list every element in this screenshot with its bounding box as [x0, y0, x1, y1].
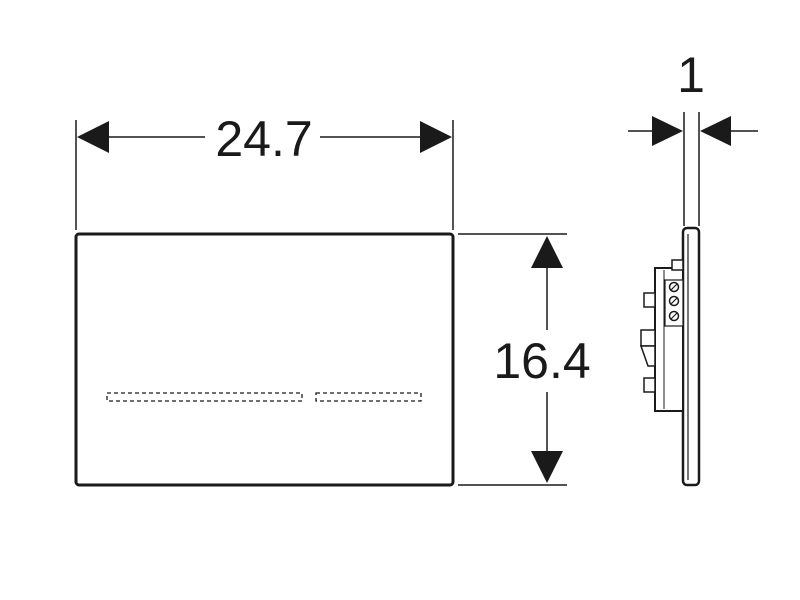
plate-outline — [74, 232, 455, 487]
mechanism-clip-middle — [640, 329, 656, 347]
screw-slot — [670, 297, 678, 305]
depth-arrow-left — [652, 116, 683, 146]
depth-arrow-right — [700, 116, 731, 146]
height-dimension — [458, 233, 567, 486]
depth-dimension — [628, 112, 758, 226]
mechanism-top-tab — [671, 259, 684, 271]
width-label: 24.7 — [215, 111, 312, 167]
mechanism-clip-lower — [643, 377, 656, 393]
mechanism-clip-upper — [643, 292, 656, 308]
side-plate — [681, 226, 701, 487]
depth-label: 1 — [677, 47, 705, 103]
front-view — [74, 232, 455, 487]
width-arrow-left — [77, 121, 109, 153]
mechanism-clip-wedge — [639, 345, 656, 367]
height-arrow-bottom — [531, 451, 563, 483]
flush-button-small — [315, 392, 422, 402]
side-view — [639, 226, 701, 487]
screw-slot — [670, 312, 678, 320]
width-dimension — [75, 120, 454, 230]
width-arrow-right — [420, 121, 452, 153]
screw-slot — [670, 283, 678, 291]
height-label: 16.4 — [493, 333, 590, 389]
height-arrow-top — [531, 236, 563, 268]
flush-button-large — [106, 392, 303, 402]
